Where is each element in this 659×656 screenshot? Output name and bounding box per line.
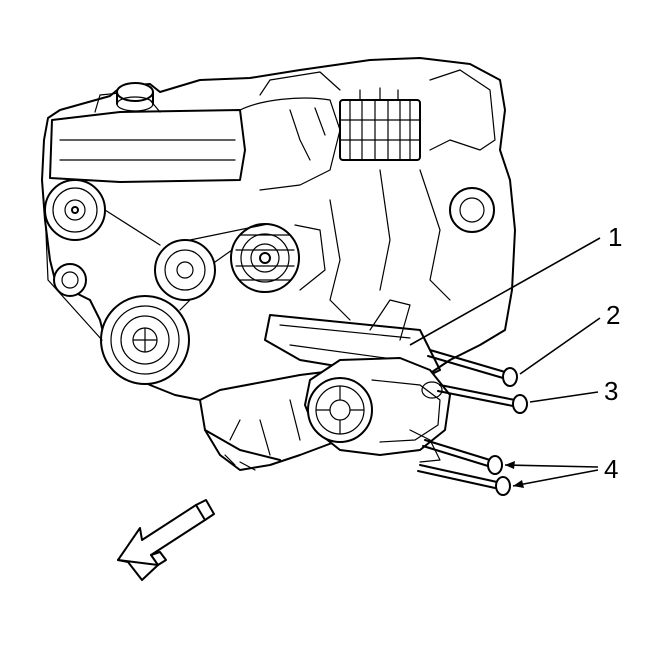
arrowhead-4a (505, 461, 515, 469)
arrowhead-4b (513, 480, 524, 488)
bolt-2 (427, 349, 518, 387)
ac-compressor-clutch (307, 377, 373, 443)
leader-4a (504, 464, 599, 468)
callout-label-1: 1 (608, 222, 622, 252)
callout-label-3: 3 (604, 376, 618, 406)
leader-1 (409, 237, 601, 346)
bolts (417, 349, 528, 496)
callout-label-4: 4 (604, 454, 618, 484)
leader-3 (529, 391, 599, 403)
leader-4b (512, 469, 599, 487)
leader-lines (409, 237, 601, 488)
front-direction-arrow (117, 499, 215, 581)
bolt-4b (417, 464, 511, 496)
callout-label-2: 2 (606, 300, 620, 330)
bolt-4a (422, 439, 503, 475)
callout-labels: 1 2 3 4 (604, 222, 622, 484)
engine-assembly (41, 57, 516, 471)
leader-2 (519, 317, 601, 375)
bolt-3 (437, 384, 528, 414)
